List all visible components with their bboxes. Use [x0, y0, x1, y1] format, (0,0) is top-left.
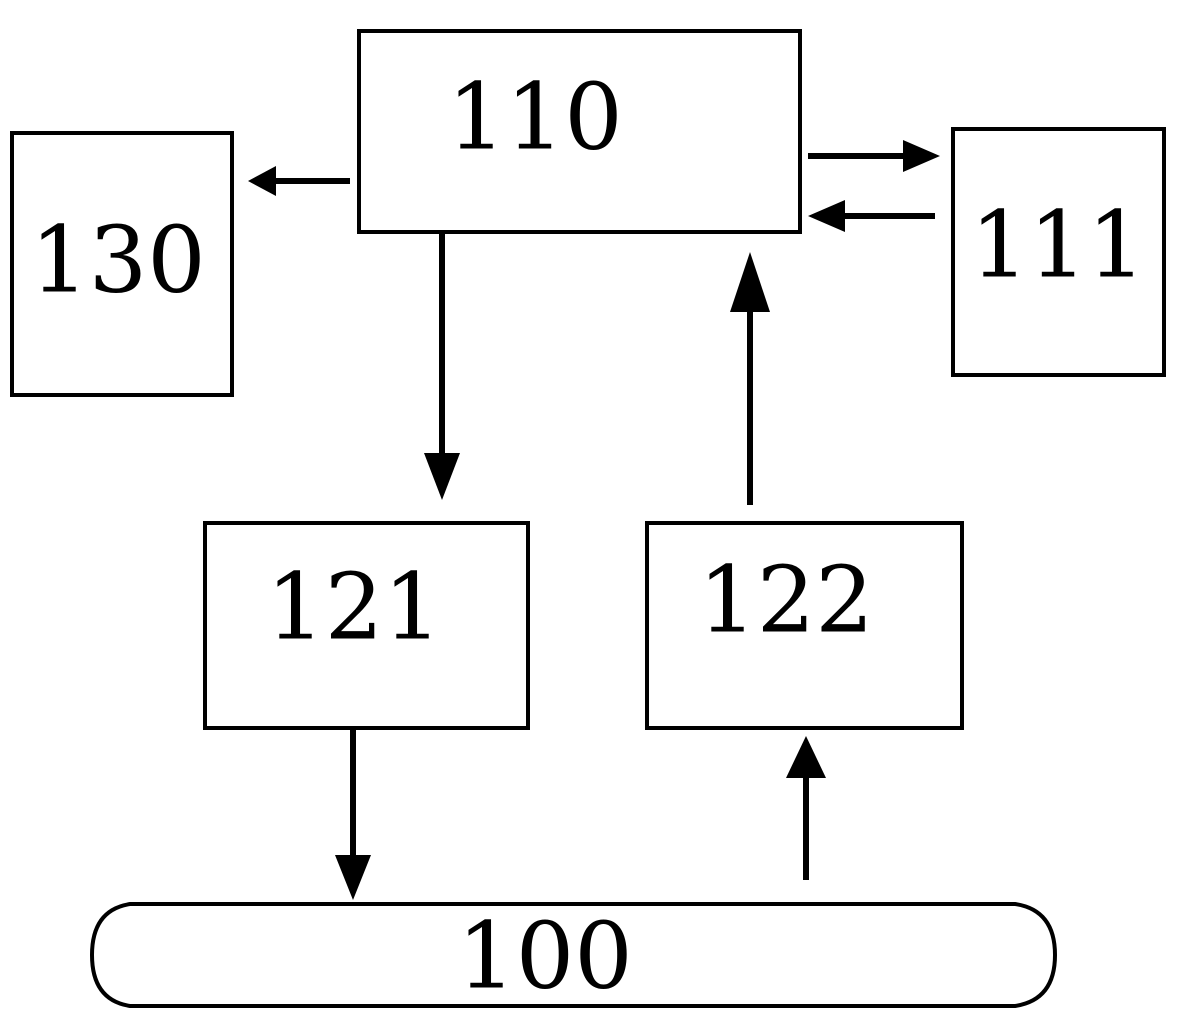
edge-122-to-110	[730, 252, 770, 505]
edge-110-to-121-arrowhead	[424, 453, 460, 500]
edge-110-to-111-arrowhead	[903, 140, 940, 172]
edge-110-to-111	[808, 140, 940, 172]
node-121: 121	[205, 523, 528, 728]
node-100-label: 100	[457, 903, 633, 1010]
node-122-label: 122	[698, 547, 874, 654]
node-100: 100	[92, 903, 1055, 1010]
node-130-label: 130	[30, 207, 206, 314]
node-110: 110	[359, 31, 800, 232]
edge-100-to-122-arrowhead	[786, 736, 826, 778]
node-130: 130	[12, 133, 232, 395]
edge-111-to-110-arrowhead	[808, 200, 845, 232]
node-111-label: 111	[970, 192, 1146, 299]
edge-110-to-130	[248, 166, 350, 196]
edge-100-to-122	[786, 736, 826, 880]
node-122: 122	[647, 523, 962, 728]
node-121-label: 121	[266, 554, 442, 661]
edge-111-to-110	[808, 200, 935, 232]
edge-121-to-100-arrowhead	[335, 855, 371, 900]
edge-121-to-100	[335, 730, 371, 900]
edge-110-to-121	[424, 234, 460, 500]
edge-122-to-110-arrowhead	[730, 252, 770, 312]
node-111: 111	[953, 129, 1164, 375]
edge-110-to-130-arrowhead	[248, 166, 276, 196]
node-110-label: 110	[447, 64, 623, 171]
